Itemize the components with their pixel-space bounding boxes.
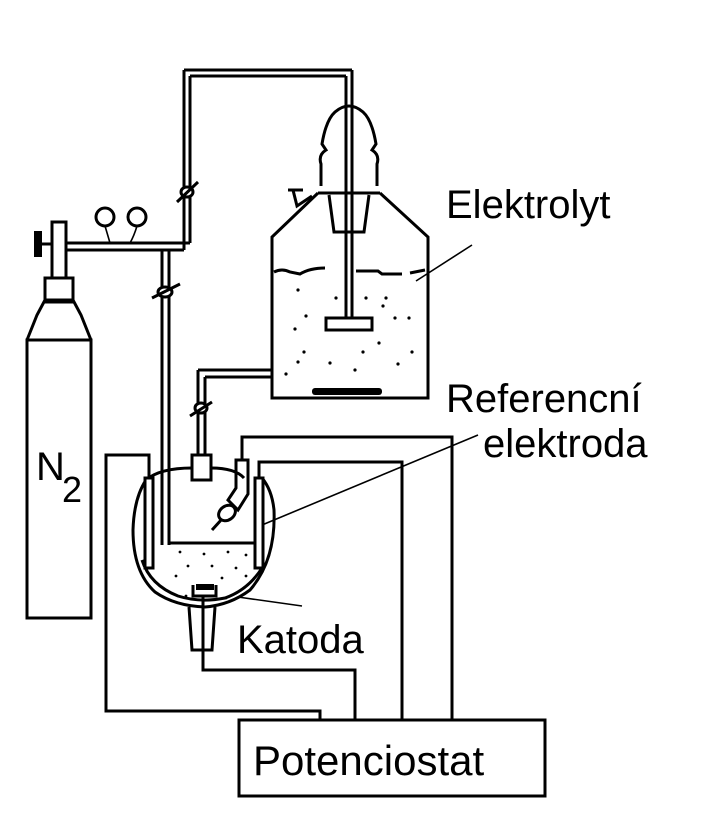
cell-particles (174, 550, 248, 600)
reservoir-outlet (189, 368, 272, 482)
electrolyte-leader-line (415, 244, 473, 282)
reservoir-outlet-stopcock (189, 400, 213, 418)
cylinder-valve-stem (50, 220, 68, 280)
auxiliary-electrode-left (143, 476, 155, 570)
wire-auxiliary-left (104, 453, 322, 720)
reference-electrode-arm (226, 458, 250, 513)
gas-cylinder-subscript: 2 (62, 469, 82, 510)
nitrogen-cylinder: N 2 (25, 220, 93, 620)
reservoir-side-neck (288, 188, 313, 209)
gas-dispersion-bar (324, 316, 374, 332)
stopper-plug (327, 194, 371, 234)
pressure-gauges (94, 206, 148, 244)
cathode-leader-line (237, 596, 303, 607)
electrolyte-particles (284, 288, 414, 376)
wire-cathode (201, 660, 357, 720)
electrolyte-surface (273, 266, 426, 276)
potentiostat-label: Potenciostat (253, 737, 484, 784)
electrolyte-label: Elektrolyt (446, 183, 611, 227)
potentiostat-wiring (104, 435, 454, 720)
wire-reference (240, 435, 454, 720)
cathode-label: Katoda (237, 618, 365, 662)
electrochemical-cell: Referencní elektroda Katoda (131, 377, 648, 662)
cathode-icon (196, 584, 214, 590)
pressure-gauge-icon (126, 206, 148, 228)
cell-inlet-joint (190, 453, 213, 482)
pressure-gauge-icon (94, 206, 116, 228)
auxiliary-electrode-right (253, 476, 265, 570)
potentiostat: Potenciostat (237, 718, 547, 798)
cylinder-shoulder (25, 298, 93, 341)
magnetic-stirrer-bar (312, 388, 382, 395)
gas-cylinder-label: N (36, 445, 65, 489)
gas-line (66, 68, 354, 545)
cylinder-neck (43, 276, 75, 304)
reservoir-bottle (270, 191, 430, 400)
cylinder-valve-knob-icon (34, 231, 42, 257)
gas-line-stopcock-lower (151, 282, 181, 300)
reservoir-stopper (318, 104, 380, 186)
reference-electrode-label-line2: elektroda (483, 422, 648, 466)
reference-electrode-icon (217, 503, 237, 523)
reference-electrode-leader-line (261, 434, 479, 526)
electrolyte-reservoir: Elektrolyt (270, 104, 611, 400)
reference-electrode-label-line1: Referencní (446, 377, 642, 421)
gas-line-stopcock-upper (175, 180, 200, 204)
cylinder-body (25, 338, 93, 620)
wire-auxiliary-right (257, 460, 404, 720)
potentiostat-box (237, 718, 547, 798)
